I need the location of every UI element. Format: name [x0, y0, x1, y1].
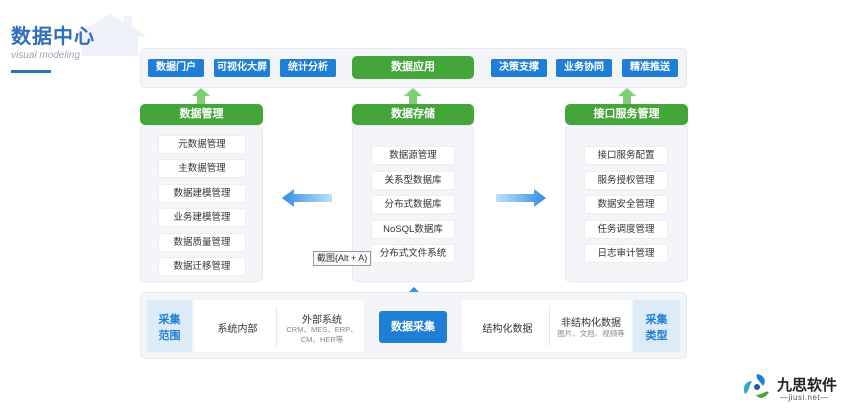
- list-item[interactable]: 业务建模管理: [158, 208, 246, 227]
- collection-scope-label: 采集 范围: [147, 300, 192, 352]
- unstructured-data-examples: 图片、文档、视频等: [557, 329, 625, 338]
- collection-type-label: 采集 类型: [633, 300, 680, 352]
- statistics-button[interactable]: 统计分析: [280, 59, 336, 77]
- data-collection-button[interactable]: 数据采集: [379, 311, 447, 343]
- page-subtitle: visual modeling: [11, 50, 80, 61]
- precise-push-button[interactable]: 精准推送: [622, 59, 678, 77]
- portal-button[interactable]: 数据门户: [148, 59, 204, 77]
- collection-scope-box: [194, 300, 364, 352]
- list-item[interactable]: 接口服务配置: [584, 146, 668, 165]
- collection-type-box: [462, 300, 632, 352]
- interface-service-header[interactable]: 接口服务管理: [565, 104, 688, 125]
- list-item[interactable]: 数据安全管理: [584, 195, 668, 214]
- structured-data-label: 结构化数据: [482, 324, 533, 335]
- screenshot-tooltip: 截图(Alt + A): [313, 251, 372, 266]
- up-arrow-icon: [618, 88, 636, 104]
- jiusi-logo-icon: [743, 374, 769, 398]
- list-item[interactable]: 数据迁移管理: [158, 257, 246, 276]
- list-item[interactable]: 日志审计管理: [584, 244, 668, 263]
- list-item[interactable]: 元数据管理: [158, 135, 246, 154]
- left-arrow-icon: [282, 189, 332, 207]
- right-arrow-icon: [496, 189, 546, 207]
- up-arrow-icon: [192, 88, 210, 104]
- data-management-header[interactable]: 数据管理: [140, 104, 263, 125]
- list-item[interactable]: 分布式文件系统: [371, 244, 455, 263]
- divider: [276, 306, 277, 346]
- house-watermark-icon: [74, 14, 146, 56]
- business-collab-button[interactable]: 业务协同: [556, 59, 612, 77]
- external-system-examples: CRM、MES、ERP、 CM、HER等: [286, 325, 358, 344]
- unstructured-data-label: 非结构化数据: [561, 318, 621, 329]
- title-underline: [11, 70, 51, 73]
- page-title: 数据中心: [11, 26, 95, 48]
- list-item[interactable]: 分布式数据库: [371, 195, 455, 214]
- data-storage-header[interactable]: 数据存储: [352, 104, 474, 125]
- list-item[interactable]: 数据建模管理: [158, 184, 246, 203]
- list-item[interactable]: 任务调度管理: [584, 220, 668, 239]
- big-screen-button[interactable]: 可视化大屏: [214, 59, 270, 77]
- decision-support-button[interactable]: 决策支撑: [491, 59, 547, 77]
- list-item[interactable]: NoSQL数据库: [371, 220, 455, 239]
- divider: [549, 306, 550, 346]
- external-system-label: 外部系统: [302, 315, 342, 326]
- internal-system-label: 系统内部: [217, 324, 258, 335]
- logo-domain: —jiusi.net—: [780, 393, 829, 402]
- logo-name: 九思软件: [777, 377, 838, 394]
- list-item[interactable]: 数据源管理: [371, 146, 455, 165]
- list-item[interactable]: 主数据管理: [158, 159, 246, 178]
- list-item[interactable]: 关系型数据库: [371, 171, 455, 190]
- data-application-header[interactable]: 数据应用: [352, 56, 474, 79]
- list-item[interactable]: 数据质量管理: [158, 233, 246, 252]
- list-item[interactable]: 服务授权管理: [584, 171, 668, 190]
- up-arrow-icon: [404, 88, 422, 104]
